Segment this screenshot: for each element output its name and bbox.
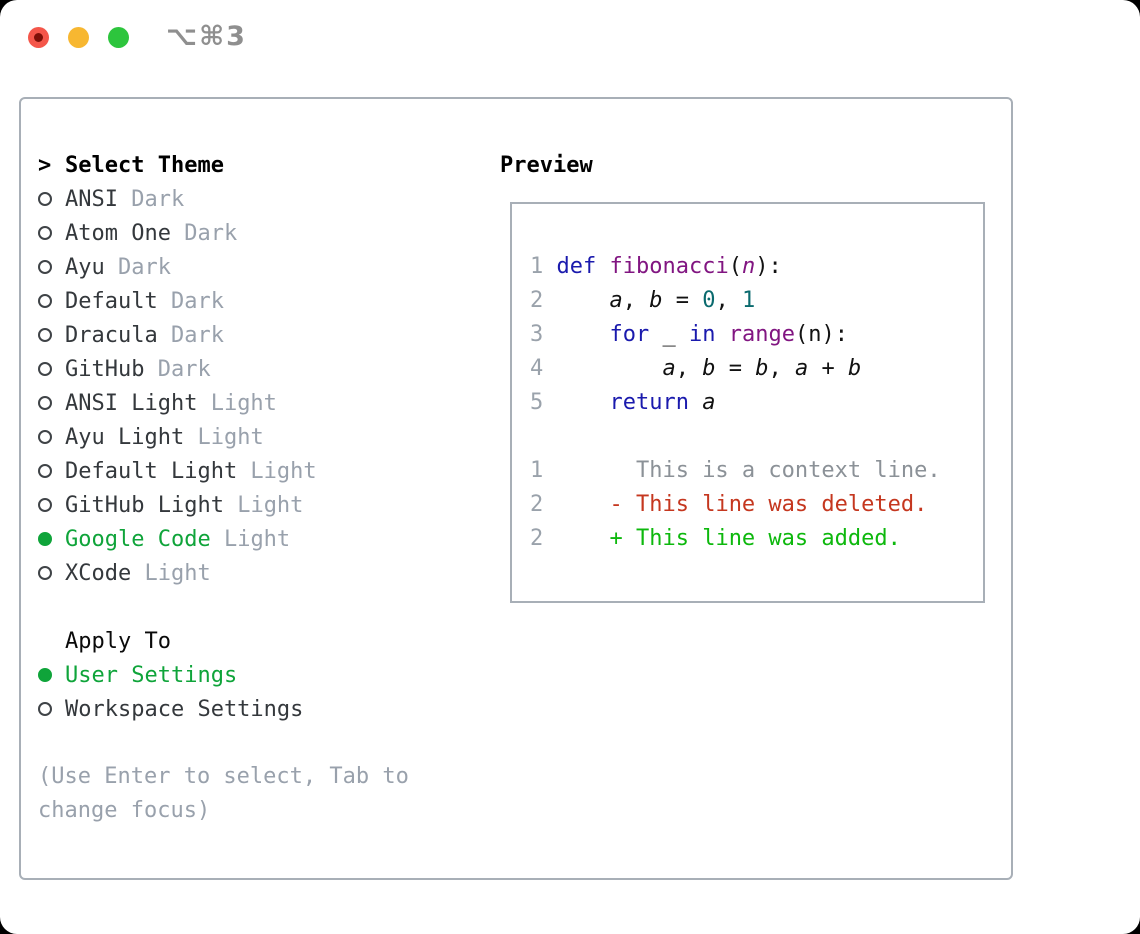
code-line: 2 a, b = 0, 1 (530, 288, 756, 313)
code-line: 1 def fibonacci(n): (530, 254, 782, 279)
apply-option-user-settings[interactable]: User Settings (38, 658, 409, 692)
radio-circle-icon (38, 668, 52, 682)
theme-option-github[interactable]: GitHub Dark (38, 352, 409, 386)
theme-option-default-light[interactable]: Default Light Light (38, 454, 409, 488)
theme-option-dracula[interactable]: Dracula Dark (38, 318, 409, 352)
theme-option-github-light[interactable]: GitHub Light Light (38, 488, 409, 522)
theme-list: ANSI Dark Atom One Dark Ayu Dark Default… (38, 182, 409, 590)
code-line: 2 + This line was added. (530, 526, 901, 551)
titlebar: ⌥⌘3 (0, 0, 1140, 97)
code-line: 4 a, b = b, a + b (530, 356, 862, 381)
code-preview-content: 1 def fibonacci(n): 2 a, b = 0, 1 3 for _ … (530, 250, 941, 556)
apply-to-title: Apply To (65, 628, 171, 654)
radio-circle-icon (38, 464, 52, 478)
radio-circle-icon (38, 226, 52, 240)
code-line: 2 - This line was deleted. (530, 492, 928, 517)
theme-option-google-code[interactable]: Google Code Light (38, 522, 409, 556)
theme-option-default[interactable]: Default Dark (38, 284, 409, 318)
theme-option-xcode[interactable]: XCode Light (38, 556, 409, 590)
code-line: 5 return a (530, 390, 716, 415)
radio-circle-icon (38, 702, 52, 716)
radio-circle-icon (38, 396, 52, 410)
apply-option-workspace-settings[interactable]: Workspace Settings (38, 692, 409, 726)
preview-title: Preview (500, 152, 593, 178)
radio-circle-icon (38, 498, 52, 512)
theme-option-ansi-light[interactable]: ANSI Light Light (38, 386, 409, 420)
prompt-caret: > (38, 152, 52, 178)
radio-circle-icon (38, 532, 52, 546)
apply-to-list: User Settings Workspace Settings (38, 658, 409, 726)
radio-circle-icon (38, 260, 52, 274)
minimize-button[interactable] (68, 27, 89, 48)
window-hotkey-label: ⌥⌘3 (166, 21, 247, 52)
code-line: 1 This is a context line. (530, 458, 941, 483)
apply-to-header: Apply To (38, 624, 409, 658)
spacer (38, 590, 409, 624)
theme-selector-column: > Select Theme ANSI Dark Atom One Dark A… (38, 148, 409, 828)
spacer (38, 726, 409, 760)
radio-circle-icon (38, 192, 52, 206)
theme-option-atom-one[interactable]: Atom One Dark (38, 216, 409, 250)
theme-option-ayu[interactable]: Ayu Dark (38, 250, 409, 284)
radio-circle-icon (38, 430, 52, 444)
code-line (530, 420, 941, 454)
select-theme-title: Select Theme (65, 152, 224, 178)
select-theme-header: > Select Theme (38, 148, 409, 182)
radio-circle-icon (38, 362, 52, 376)
radio-circle-icon (38, 328, 52, 342)
radio-circle-icon (38, 566, 52, 580)
theme-option-ansi[interactable]: ANSI Dark (38, 182, 409, 216)
code-line: 3 for _ in range(n): (530, 322, 848, 347)
close-dot-icon (34, 33, 43, 42)
theme-option-ayu-light[interactable]: Ayu Light Light (38, 420, 409, 454)
theme-picker-panel: > Select Theme ANSI Dark Atom One Dark A… (19, 97, 1013, 880)
code-preview-box: 1 def fibonacci(n): 2 a, b = 0, 1 3 for _ … (510, 202, 985, 603)
close-button[interactable] (28, 27, 49, 48)
zoom-button[interactable] (108, 27, 129, 48)
radio-circle-icon (38, 294, 52, 308)
